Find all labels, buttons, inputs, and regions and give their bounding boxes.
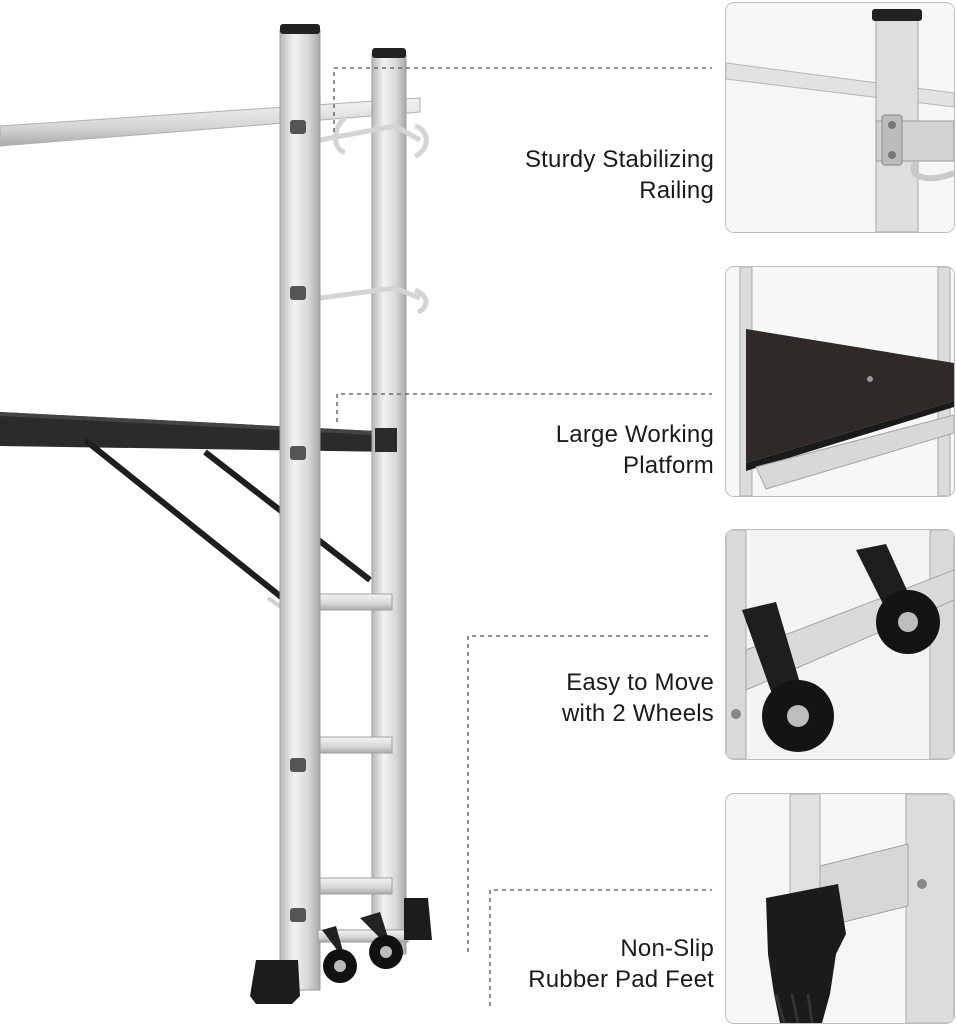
- rubber-feet: [250, 898, 432, 1004]
- ladder-rungs: [311, 593, 393, 895]
- feature-feet-line2: Rubber Pad Feet: [528, 966, 714, 993]
- ladder-rail-left: [279, 24, 321, 991]
- detail-image-feet: [725, 793, 955, 1024]
- feature-wheels-line1: Easy to Move: [566, 669, 714, 696]
- wheel-assembly: [317, 912, 409, 983]
- feature-railing-line2: Railing: [639, 177, 714, 204]
- feature-railing-line1: Sturdy Stabilizing: [524, 146, 714, 173]
- feature-platform-line1: Large Working: [555, 421, 714, 448]
- detail-image-platform: [725, 266, 955, 497]
- feature-label-wheels: Easy to Move with 2 Wheels: [454, 667, 714, 729]
- feature-wheels-line2: with 2 Wheels: [562, 700, 714, 727]
- leader-lines: [333, 67, 712, 1006]
- leader-line-railing: [333, 67, 712, 132]
- leader-line-platform: [336, 393, 712, 422]
- detail-image-wheels: [725, 529, 955, 760]
- leader-line-wheels: [467, 635, 712, 952]
- feature-label-feet: Non-Slip Rubber Pad Feet: [454, 933, 714, 995]
- ladder-rail-right: [371, 48, 407, 955]
- feature-label-railing: Sturdy Stabilizing Railing: [454, 144, 714, 206]
- feature-label-platform: Large Working Platform: [454, 419, 714, 481]
- working-platform: [0, 412, 395, 648]
- leader-line-feet: [489, 889, 712, 1006]
- railing-hooks: [319, 116, 429, 315]
- feature-feet-line1: Non-Slip: [620, 935, 714, 962]
- feature-platform-line2: Platform: [623, 452, 714, 479]
- railing-bar: [0, 97, 421, 147]
- detail-image-railing: [725, 2, 955, 233]
- platform-clamp: [375, 428, 397, 452]
